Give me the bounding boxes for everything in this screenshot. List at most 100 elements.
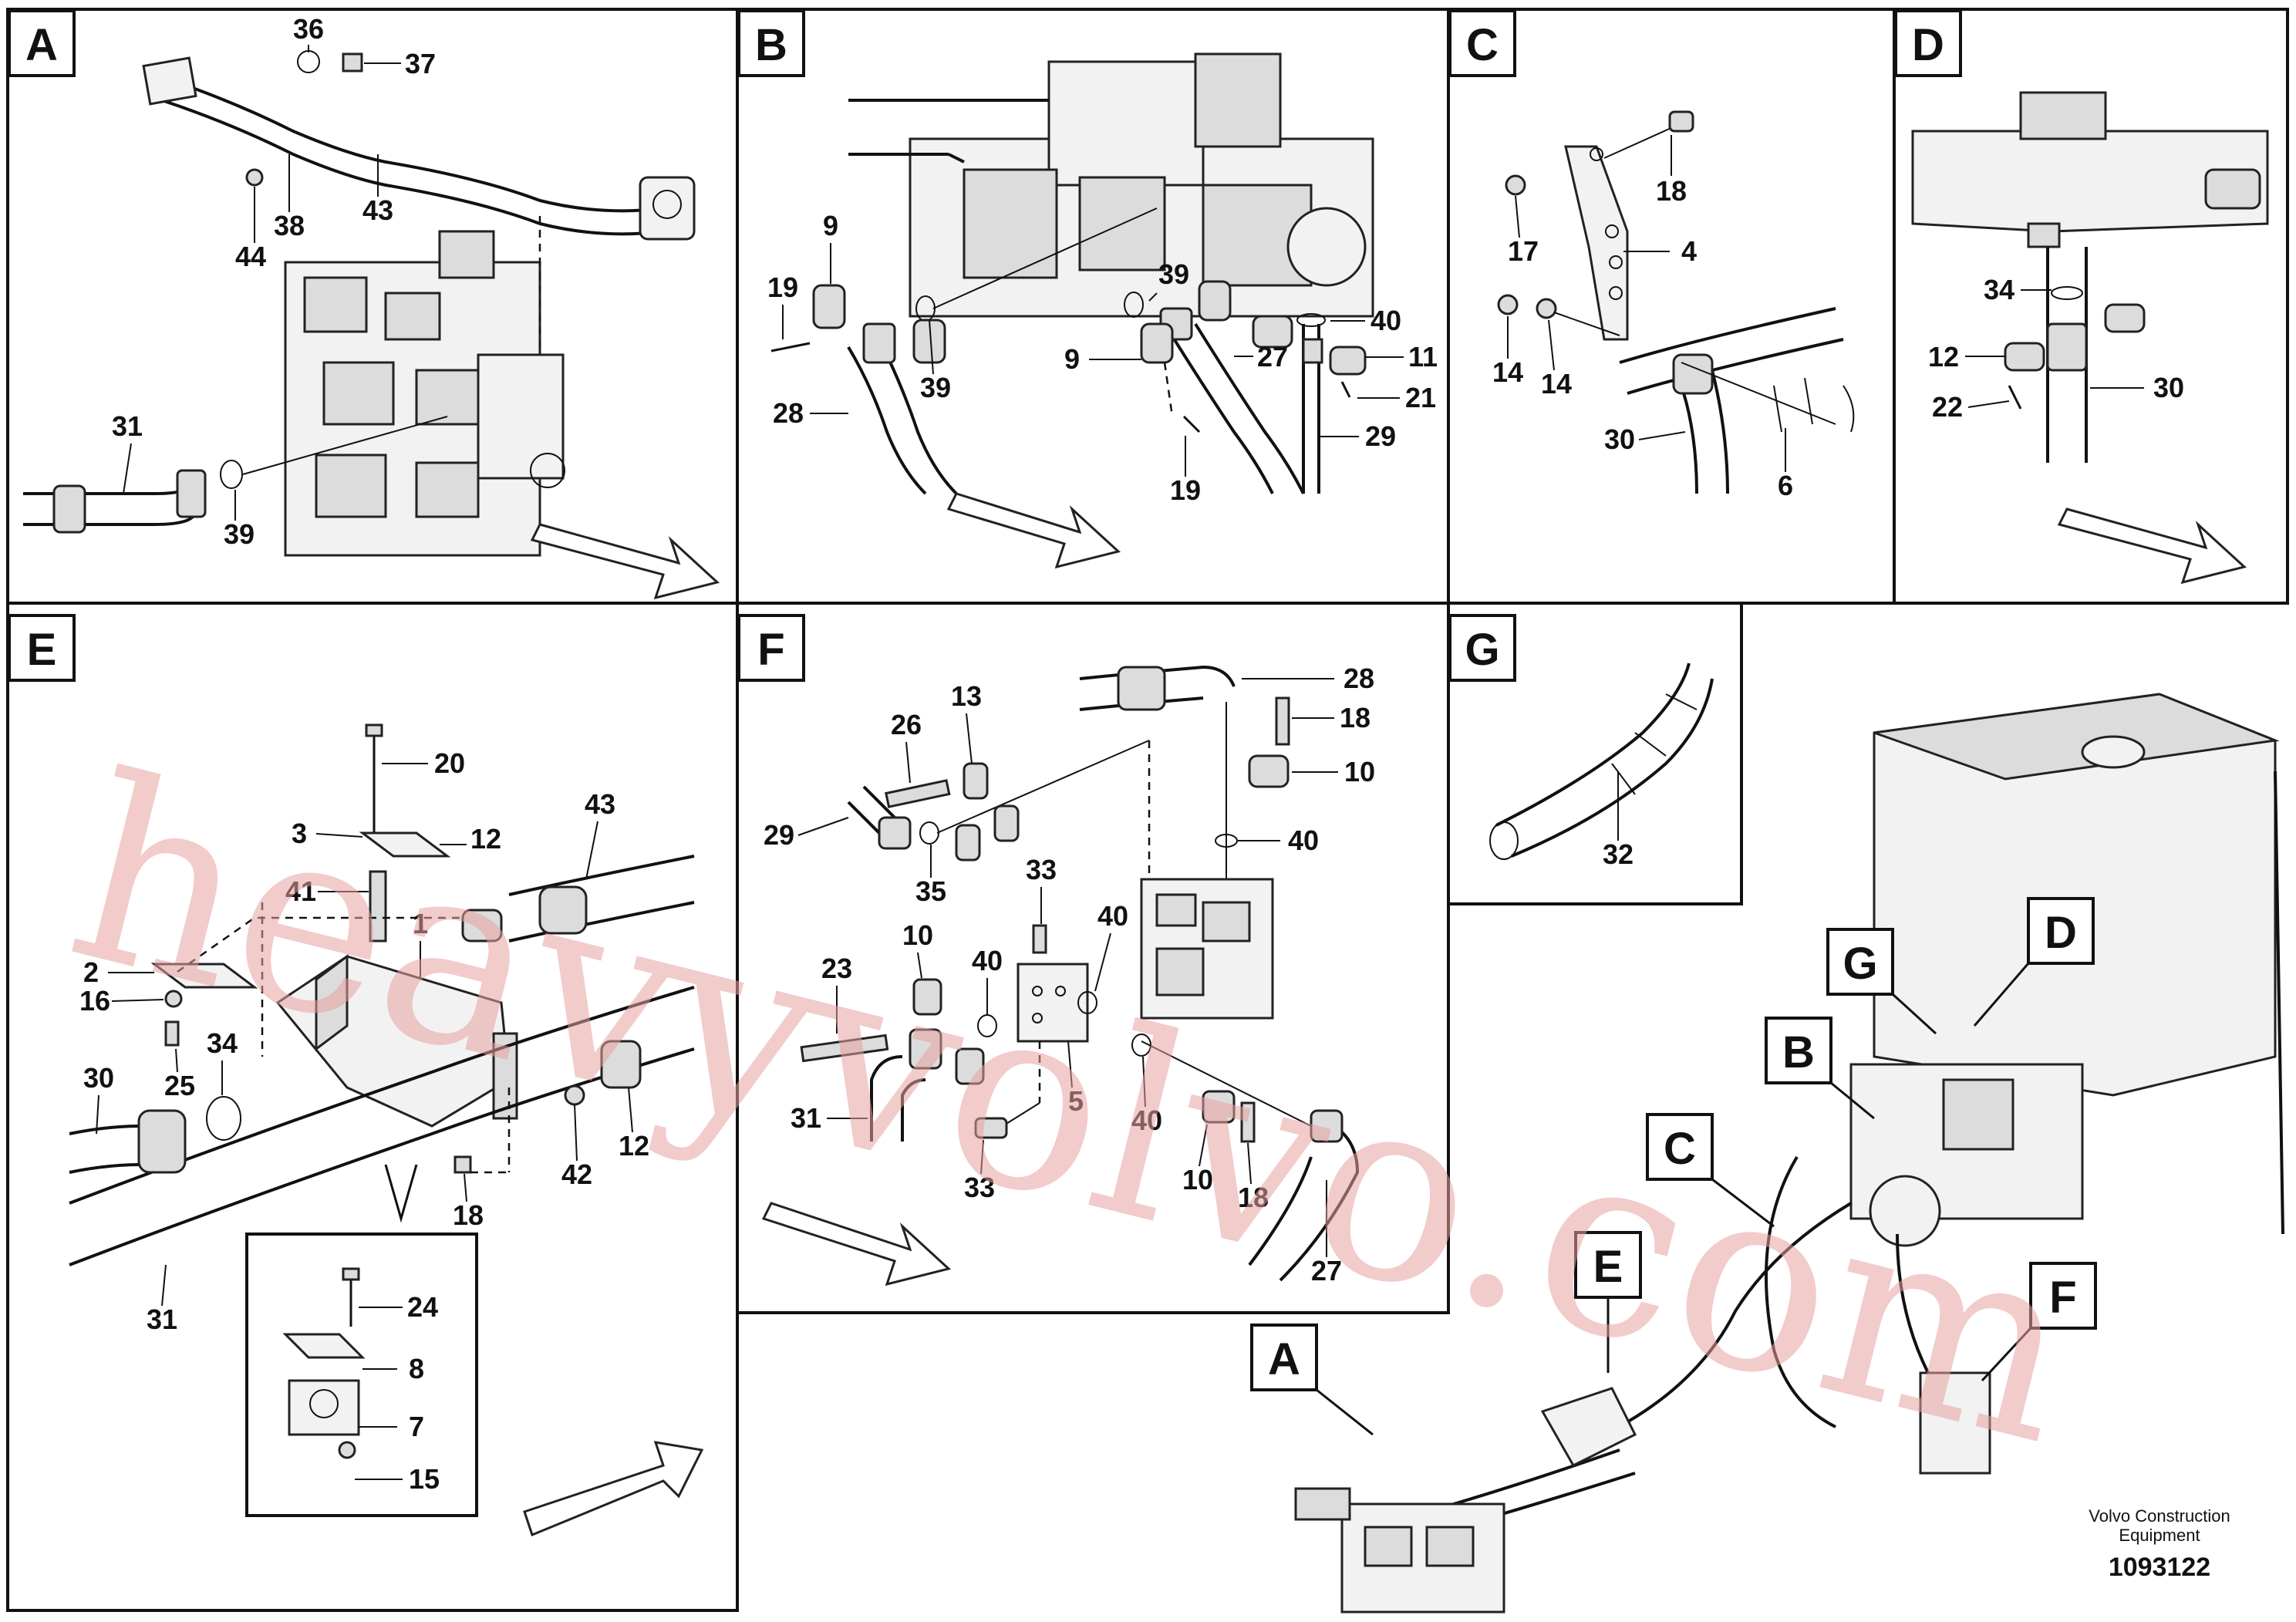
- part-label: 37: [405, 48, 436, 79]
- part-label: 19: [767, 271, 798, 303]
- part-label: 39: [224, 518, 255, 550]
- svg-text:G: G: [1843, 939, 1877, 989]
- svg-text:B: B: [1782, 1027, 1815, 1077]
- callout-g: G: [1826, 928, 1937, 1035]
- part-label: 27: [1311, 1255, 1342, 1286]
- part-label: 12: [1928, 341, 1959, 373]
- panel-c-drawing: [1497, 110, 1855, 494]
- part-label: 44: [235, 241, 266, 272]
- callout-b: B: [1765, 1017, 1875, 1120]
- labels-panel-f: 28 13 26 18 10 29 40 35 33 40 10 23 40 5…: [764, 663, 1375, 1286]
- part-label: 29: [764, 819, 794, 851]
- part-label: 36: [293, 13, 324, 45]
- part-label: 38: [274, 210, 305, 241]
- bolt-44: [245, 168, 264, 187]
- panel-d-drawing: [1911, 91, 2269, 585]
- panel-letter-f: F: [757, 625, 784, 675]
- part-label: 41: [285, 875, 316, 907]
- part-label: 14: [1492, 356, 1523, 388]
- panel-g-drawing: [1489, 663, 1714, 860]
- panel-letter-g: G: [1465, 625, 1499, 675]
- part-label: 33: [1026, 854, 1057, 885]
- part-label: 34: [207, 1027, 238, 1059]
- part-label: 1: [413, 908, 428, 939]
- part-label: 19: [1170, 474, 1201, 506]
- panel-letter-e-box: E: [8, 614, 76, 682]
- svg-text:D: D: [2045, 908, 2077, 958]
- labels-panel-g: 32: [1603, 771, 1633, 870]
- panel-letter-a-box: A: [8, 9, 76, 77]
- part-label: 4: [1681, 235, 1697, 267]
- panel-e-drawing: [69, 723, 704, 1536]
- part-label: 10: [902, 919, 933, 951]
- part-label: 28: [1344, 663, 1374, 694]
- labels-panel-a: 36 37 44 38 43 31 39: [112, 13, 436, 550]
- credit-line-1: Volvo Construction: [2089, 1506, 2230, 1526]
- credit-line-2: Equipment: [2119, 1526, 2200, 1545]
- panel-letter-d-box: D: [1894, 9, 1962, 77]
- panel-letter-f-box: F: [737, 614, 805, 682]
- part-label: 20: [434, 747, 465, 779]
- part-label: 7: [409, 1411, 424, 1442]
- panel-letter-a: A: [25, 20, 58, 70]
- panel-a-drawing: [22, 50, 720, 600]
- part-label: 18: [1656, 175, 1687, 207]
- part-label: 18: [453, 1199, 484, 1231]
- part-label: 26: [891, 709, 922, 740]
- callout-f: F: [1981, 1262, 2097, 1382]
- part-label: 21: [1405, 382, 1436, 413]
- part-label: 25: [164, 1070, 195, 1101]
- panel-letter-d: D: [1912, 20, 1944, 70]
- labels-panel-d: 34 12 22 30: [1928, 274, 2184, 423]
- panel-f-drawing: [761, 665, 1360, 1286]
- part-label: 3: [292, 818, 307, 849]
- part-label: 43: [585, 788, 615, 820]
- part-label: 42: [561, 1158, 592, 1190]
- credit-block: Volvo Construction Equipment 1093122: [2089, 1506, 2230, 1582]
- part-label: 13: [951, 680, 982, 712]
- panel-letter-b: B: [755, 20, 787, 70]
- panel-letter-g-box: G: [1448, 614, 1516, 682]
- part-label: 22: [1932, 391, 1963, 423]
- panel-letter-c-box: C: [1448, 9, 1516, 77]
- part-label: 10: [1344, 756, 1375, 787]
- svg-text:E: E: [1593, 1242, 1623, 1292]
- part-label: 27: [1257, 341, 1288, 373]
- part-label: 18: [1238, 1182, 1269, 1213]
- plug-37: [342, 52, 363, 73]
- part-label: 30: [2153, 372, 2184, 403]
- part-label: 40: [1097, 900, 1128, 932]
- part-label: 12: [619, 1130, 649, 1162]
- panel-letter-e: E: [27, 625, 57, 675]
- part-label: 31: [147, 1303, 177, 1335]
- panel-frames: [6, 8, 2289, 1612]
- svg-text:C: C: [1664, 1124, 1696, 1174]
- seal-ring-36: [297, 50, 320, 73]
- callout-d: D: [1973, 897, 2095, 1027]
- part-label: 31: [112, 410, 143, 442]
- part-label: 16: [79, 985, 110, 1017]
- part-label: 31: [791, 1102, 821, 1134]
- part-label: 35: [915, 875, 946, 907]
- svg-text:A: A: [1268, 1334, 1300, 1384]
- part-label: 24: [407, 1291, 438, 1323]
- part-label: 34: [1984, 274, 2014, 305]
- part-label: 2: [83, 956, 99, 988]
- part-label: 30: [83, 1062, 114, 1094]
- panel-letter-c: C: [1466, 20, 1499, 70]
- part-label: 40: [1131, 1104, 1162, 1136]
- callout-e: E: [1574, 1231, 1642, 1373]
- labels-panel-c: 18 17 4 14 14 30 6: [1492, 135, 1793, 501]
- overview-assembly: [1294, 693, 2284, 1614]
- panel-b-drawing: [770, 52, 1374, 569]
- part-label: 9: [823, 210, 838, 241]
- part-label: 33: [964, 1172, 995, 1203]
- labels-panel-b: 9 19 39 28 9 19 39 27 40 11 21 29: [767, 210, 1438, 506]
- labels-panel-e: 20 3 12 43 41 1 2 16 25 34 30 12 42 18 3…: [79, 747, 649, 1495]
- part-label: 23: [821, 953, 852, 984]
- part-label: 40: [1371, 305, 1401, 336]
- part-label: 39: [1158, 258, 1189, 290]
- document-number: 1093122: [2109, 1553, 2210, 1582]
- part-label: 8: [409, 1353, 424, 1384]
- part-label: 15: [409, 1463, 440, 1495]
